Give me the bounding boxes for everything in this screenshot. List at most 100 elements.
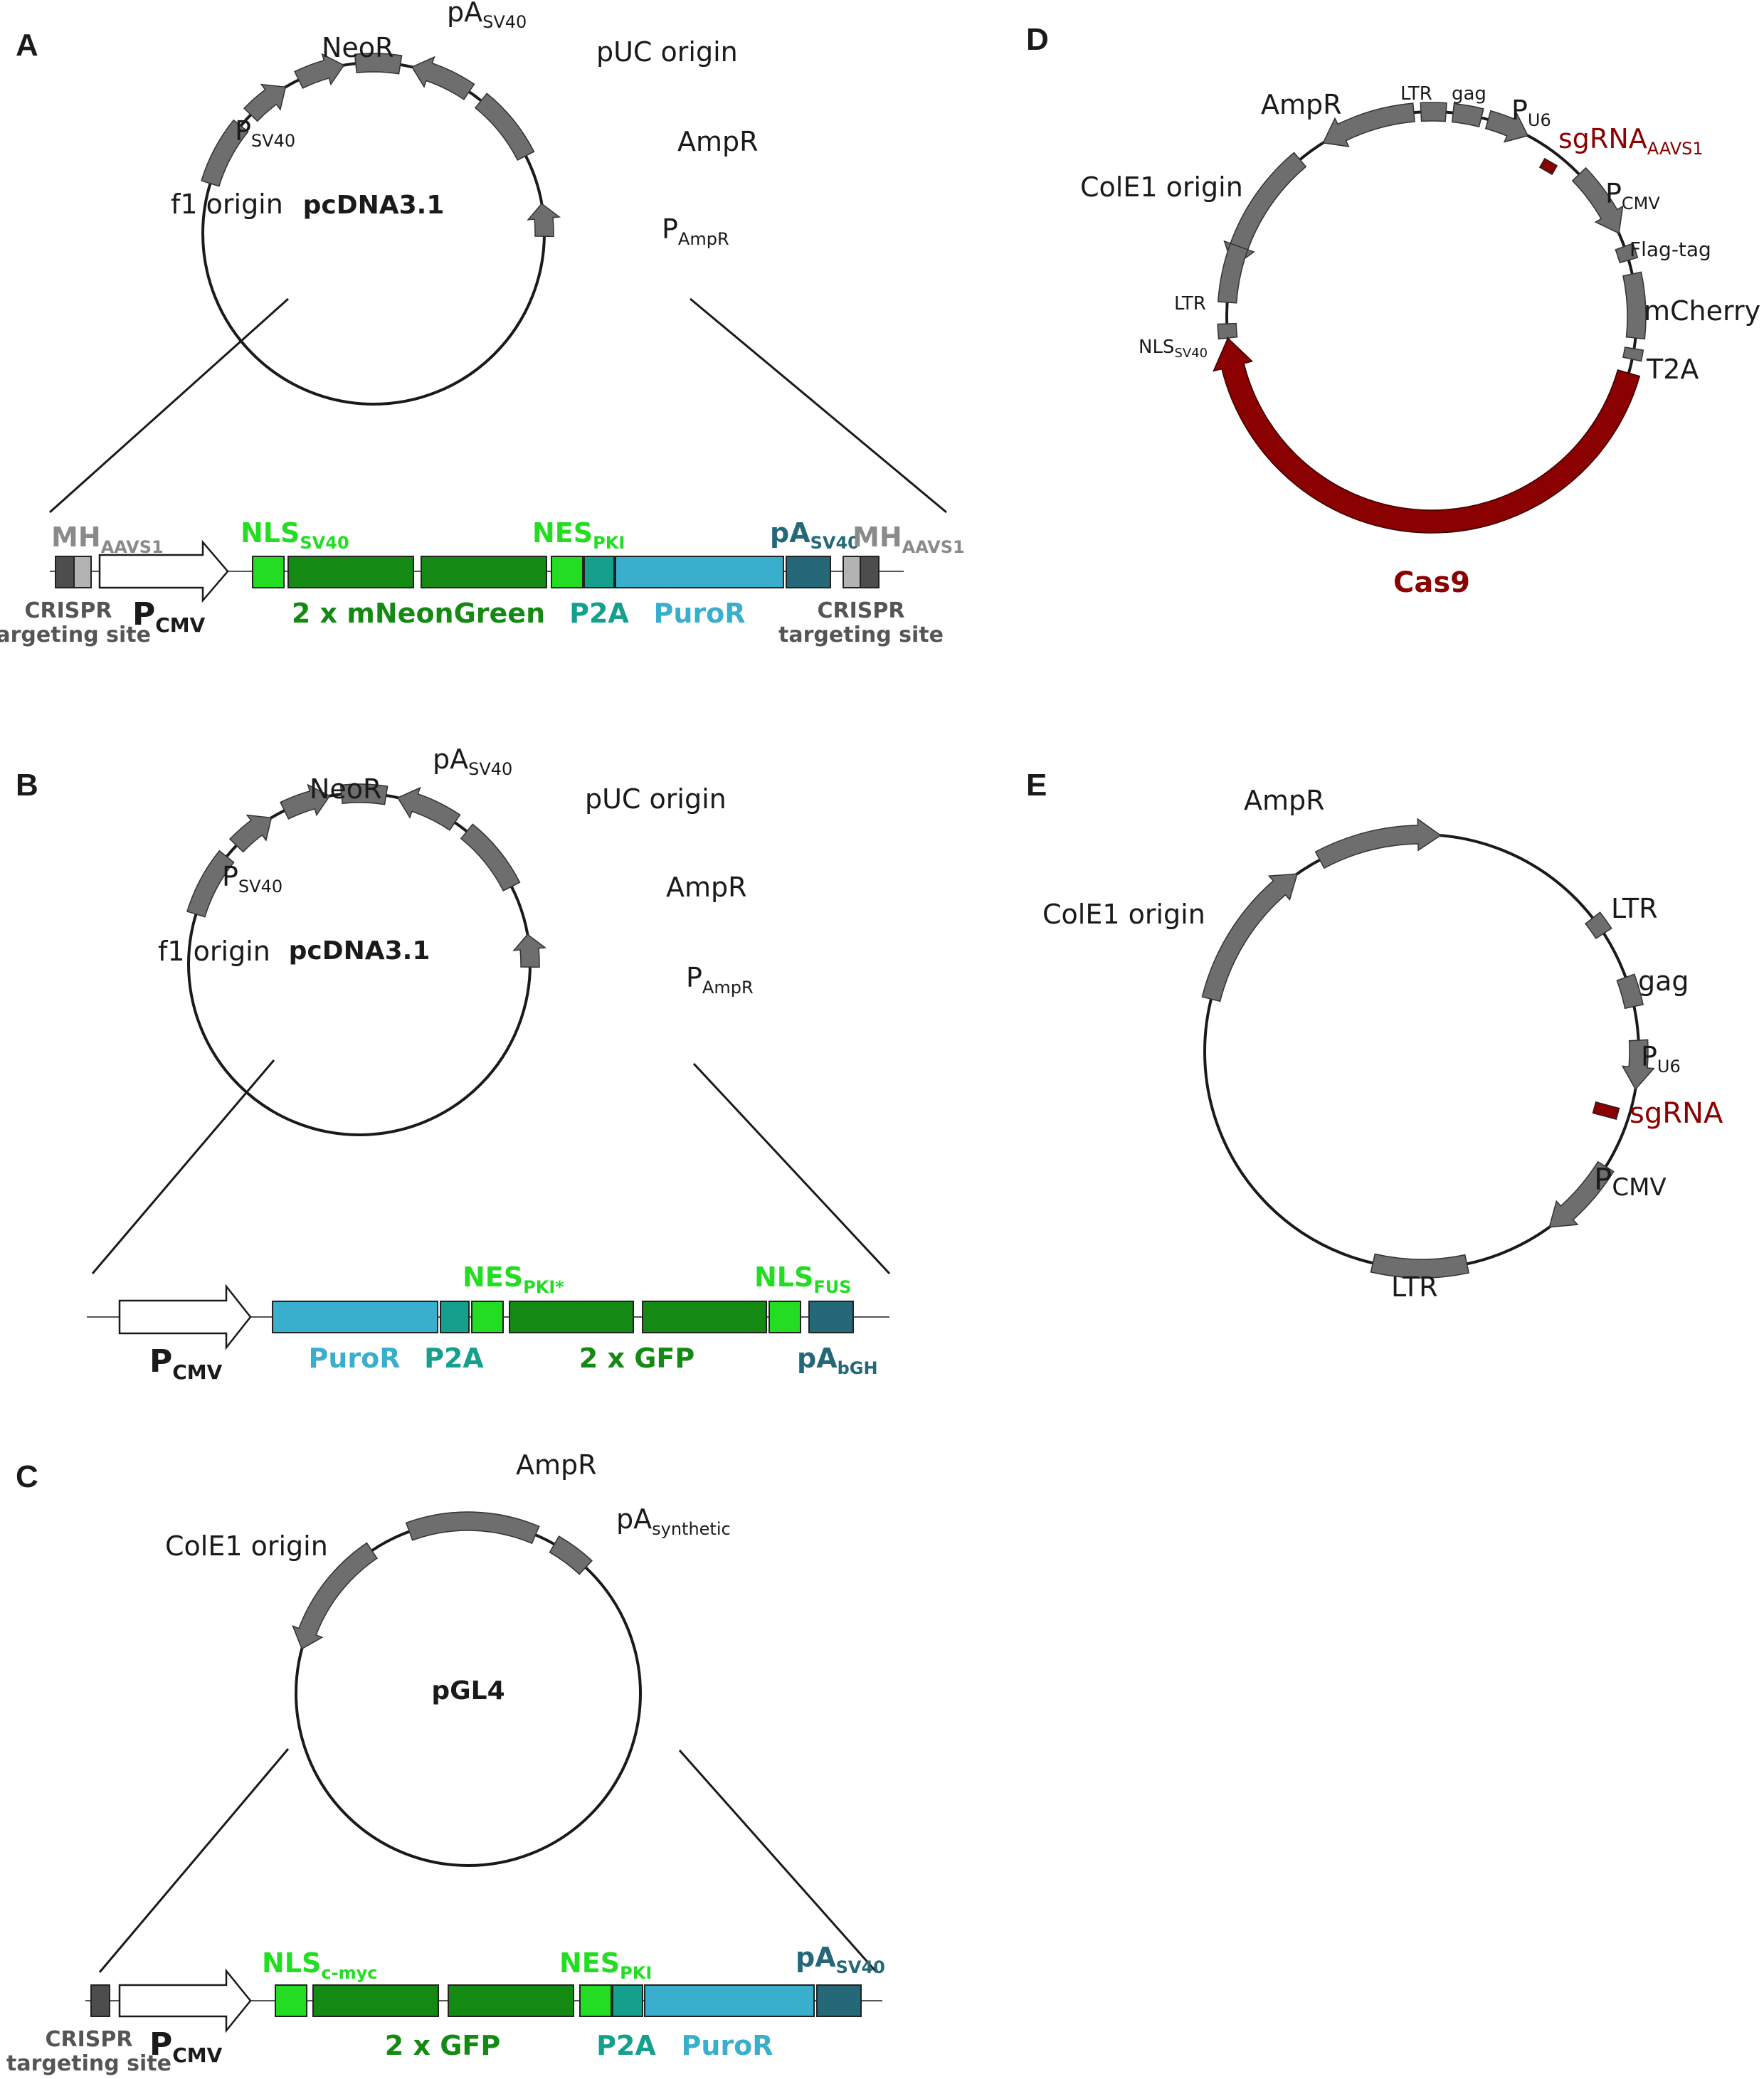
label-nes-a: NESPKI	[532, 517, 625, 553]
label-neor-b: NeoR	[310, 773, 381, 805]
pcmv-arrow-b	[118, 1284, 252, 1350]
feature-arc-4	[396, 786, 461, 831]
label-mh-right-a: MHAAVS1	[852, 522, 965, 557]
feature-arc-4	[411, 55, 475, 100]
feature-arc-0	[1322, 102, 1415, 147]
p2a-box-b	[440, 1301, 470, 1333]
label-psv40-b: PSV40	[222, 861, 282, 896]
panel-letter-a: A	[16, 28, 38, 63]
feature-arc-2	[1585, 911, 1612, 940]
label-crispr-left-1-a: CRISPR	[25, 598, 112, 623]
panel-letter-c: C	[16, 1459, 38, 1494]
label-puror-a: PuroR	[653, 598, 745, 629]
pcmv-arrow-c	[118, 1968, 252, 2033]
label-reporter-b: 2 x GFP	[579, 1343, 694, 1374]
label-ltr-bottom-e: LTR	[1391, 1271, 1438, 1303]
label-nls-a: NLSSV40	[241, 517, 349, 553]
label-pcmv-c: PCMV	[149, 2026, 223, 2067]
feature-arc-0	[405, 1511, 540, 1545]
feature-arc-6	[512, 933, 547, 968]
feature-arc-2	[243, 83, 287, 122]
reporter-box-2-c	[448, 1984, 574, 2017]
sgrna-box-d	[1538, 157, 1558, 176]
label-pamp-a: PAmpR	[662, 213, 729, 249]
pa-box-b	[808, 1301, 854, 1333]
label-ampr-e: AmpR	[1244, 785, 1325, 816]
label-puror-b: PuroR	[308, 1343, 400, 1374]
nls-box-a	[252, 556, 285, 588]
zoom-line-right-c	[678, 1750, 878, 1973]
feature-arc-3	[1484, 110, 1529, 143]
label-crispr-2-c: targeting site	[6, 2051, 171, 2076]
plasmid-features-d	[1217, 102, 1647, 362]
crispr-site-left-a	[55, 556, 75, 588]
feature-arc-0	[1314, 818, 1442, 869]
label-sgrna-e: sgRNA	[1630, 1097, 1723, 1130]
zoom-line-left-b	[91, 1059, 275, 1274]
feature-arc-1	[280, 783, 331, 820]
plasmid-name-b: pcDNA3.1	[289, 936, 431, 966]
plasmid-features-a	[201, 53, 561, 238]
puror-box-c	[644, 1984, 815, 2017]
label-crispr-right-2-a: targeting site	[778, 623, 944, 647]
label-pcmv-d: PCMV	[1605, 178, 1660, 213]
label-pamp-b: PAmpR	[686, 962, 754, 998]
label-pu6-d: PU6	[1511, 95, 1551, 130]
sgrna-box-e	[1592, 1101, 1620, 1121]
crispr-site-right-a	[860, 556, 880, 588]
zoom-line-left-a	[48, 297, 290, 514]
zoom-line-right-b	[692, 1062, 891, 1275]
label-nls-c: NLSc-myc	[262, 1947, 377, 1983]
label-ampr-b: AmpR	[666, 872, 747, 903]
feature-arc-9	[1217, 243, 1249, 304]
label-puc-a: pUC origin	[596, 36, 738, 68]
nes-box-a	[551, 556, 583, 588]
label-reporter-c: 2 x GFP	[385, 2030, 500, 2061]
panel-a: A pcDNA3.1 NeoR pASV40 pUC origin AmpR P…	[0, 0, 965, 647]
panel-b: B pcDNA3.1 NeoR pASV40 pUC origin AmpR P…	[16, 744, 891, 1384]
cas9-arc	[1213, 337, 1641, 534]
label-ampr-d: AmpR	[1261, 89, 1342, 120]
cassette-c: NLSc-myc NESPKI pASV40 CRISPR targeting …	[6, 1942, 885, 2076]
label-pa-c-cassette: pASV40	[796, 1942, 885, 1977]
feature-arc-2	[292, 1542, 378, 1650]
feature-arc-5	[474, 92, 535, 161]
feature-arc-1	[1420, 102, 1447, 122]
label-mh-left-a: MHAAVS1	[51, 522, 164, 557]
nls-box-b	[769, 1301, 801, 1333]
pa-box-c	[816, 1984, 862, 2017]
label-t2a-d: T2A	[1646, 354, 1699, 385]
plasmid-features-e	[1201, 818, 1655, 1279]
label-nls-d: NLSSV40	[1139, 337, 1208, 361]
p2a-box-a	[583, 556, 615, 588]
label-puc-b: pUC origin	[585, 783, 727, 815]
reporter-box-1-b	[509, 1301, 634, 1333]
label-cole1-d: ColE1 origin	[1080, 171, 1243, 203]
feature-arc-6	[1622, 271, 1647, 340]
label-reporter-a: 2 x mNeonGreen	[292, 598, 545, 629]
label-ltr-left-d: LTR	[1174, 293, 1206, 314]
label-puror-c: PuroR	[681, 2030, 773, 2061]
label-p2a-c: P2A	[596, 2030, 656, 2061]
reporter-box-1-a	[287, 556, 414, 588]
feature-arc-5	[460, 823, 521, 892]
panel-e: E AmpR ColE1 origin LTR gag PU6 sgRNA PC…	[1026, 768, 1723, 1303]
puror-box-b	[272, 1301, 438, 1333]
reporter-box-1-c	[312, 1984, 439, 2017]
feature-arc-3	[201, 119, 249, 187]
feature-arc-7	[1622, 346, 1644, 362]
label-pa-c: pAsynthetic	[616, 1503, 731, 1539]
label-pcmv-a: PCMV	[132, 596, 206, 637]
plasmid-name-a: pcDNA3.1	[303, 191, 445, 220]
plasmid-name-c: pGL4	[431, 1676, 505, 1705]
zoom-line-right-a	[690, 297, 947, 514]
label-p2a-b: P2A	[424, 1343, 484, 1374]
p2a-box-c	[612, 1984, 643, 2017]
label-sgrna-d: sgRNAAAVS1	[1558, 123, 1704, 159]
label-gag-d: gag	[1452, 83, 1486, 105]
nes-box-c	[579, 1984, 612, 2017]
label-pa-b: pASV40	[433, 744, 512, 779]
label-cole1-e: ColE1 origin	[1042, 899, 1205, 930]
label-pu6-e: PU6	[1641, 1041, 1681, 1076]
label-ampr-c: AmpR	[516, 1449, 597, 1481]
